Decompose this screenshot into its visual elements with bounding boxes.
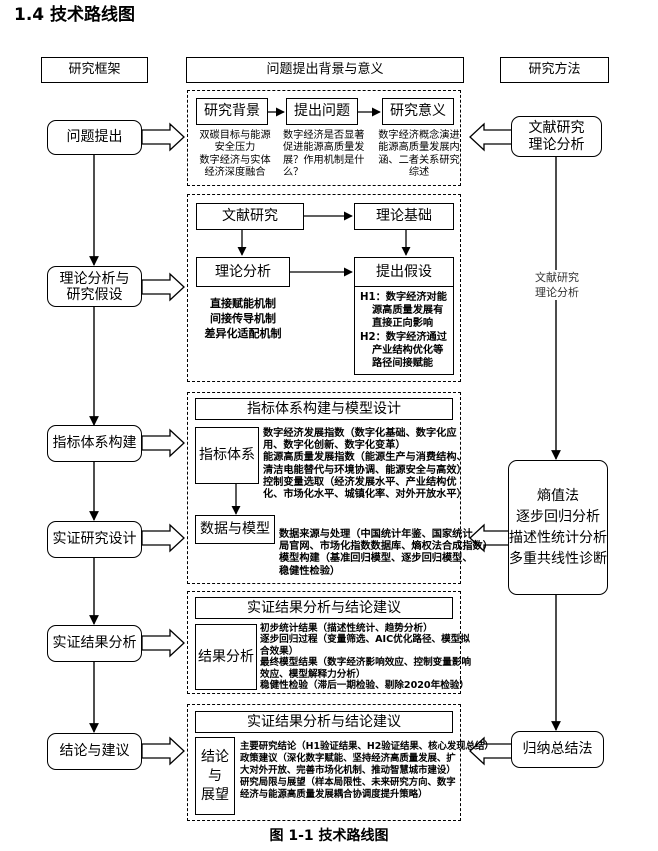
text-line: 展？作用机制是什 <box>283 154 365 166</box>
text-line: 模型构建（基准回归模型、逐步回归模型、 <box>279 553 473 565</box>
text-line: 政策建议（深化数字赋能、坚持经济高质量发展、扩 <box>240 753 456 764</box>
text-line: H2：数字经济通过 <box>360 331 447 343</box>
text-line: 主要研究结论（H1验证结果、H2验证结果、核心发现总结） <box>240 741 494 752</box>
method-collinearity: 多重共线性诊断 <box>509 550 607 567</box>
block2-frame <box>187 194 461 382</box>
text-line: 清洁电能替代与环境协调、能源安全与高效） <box>263 464 467 476</box>
block1-text-meaning: 数字经济概念演进 能源高质量发展内 涵、二者关系研究 综述 <box>377 130 461 180</box>
text-line: 稳健性检验） <box>279 565 341 577</box>
text-line: 稳健性检验（滞后一期检验、剔除2020年检验） <box>260 680 469 692</box>
framework-step-conclusion: 结论与建议 <box>47 733 142 770</box>
block2-mechanisms: 直接赋能机制 间接传导机制 差异化适配机制 <box>196 296 290 341</box>
method-quant-box: 熵值法 逐步回归分析 描述性统计分析 多重共线性诊断 <box>508 460 608 595</box>
block4-label: 结果分析 <box>195 624 257 690</box>
text-line: 经济深度融合 <box>204 167 266 179</box>
right-outline-arrows <box>469 122 513 766</box>
text-line: 双碳目标与能源 <box>199 130 271 141</box>
block1-header-meaning: 研究意义 <box>382 98 454 125</box>
text-line: 数据来源与处理（中国统计年鉴、国家统计 <box>279 529 473 540</box>
framework-step-design: 实证研究设计 <box>47 521 142 558</box>
method-literature-theory: 文献研究 理论分析 <box>511 116 602 157</box>
column-header-methods: 研究方法 <box>500 57 609 83</box>
block3-model-text: 数据来源与处理（中国统计年鉴、国家统计 局官网、市场化指数数据库、熵权法合成指数… <box>279 529 493 578</box>
text-line: 能源高质量发展指数（能源生产与消费结构、 <box>263 452 467 464</box>
text-line: 安全压力 <box>214 142 256 154</box>
left-outline-arrows <box>141 122 185 766</box>
block3-index-label: 指标体系 <box>195 427 259 484</box>
text-line: 涵、二者关系研究 <box>378 154 460 166</box>
text-line: 路径间接赋能 <box>372 358 434 370</box>
block2-hypotheses: H1：数字经济对能 源高质量发展有 直接正向影响 H2：数字经济通过 产业结构优… <box>355 287 453 370</box>
text-line: 差异化适配机制 <box>204 327 282 340</box>
text-line: 直接正向影响 <box>372 318 434 330</box>
text-line: 么？ <box>283 167 304 179</box>
block2-theory: 理论分析 <box>196 257 290 287</box>
block1-header-background: 研究背景 <box>196 98 268 125</box>
text-line: 大对外开放、完善市场化机制、推动智慧城市建设） <box>240 765 456 776</box>
text-line: 效应、模型解释力分析） <box>260 668 366 680</box>
block3-frame <box>187 392 461 584</box>
text-line: H1：数字经济对能 <box>360 292 447 303</box>
block4-frame <box>187 591 461 694</box>
section-title: 1.4 技术路线图 <box>14 5 136 25</box>
text-line: 最终模型结果（数字经济影响效应、控制变量影响 <box>260 657 472 669</box>
text-line: 初步统计结果（描述性统计、趋势分析） <box>260 623 433 634</box>
block5-text: 主要研究结论（H1验证结果、H2验证结果、核心发现总结） 政策建议（深化数字赋能… <box>240 741 494 801</box>
text-line: 控制变量选取（经济发展水平、产业结构优 <box>263 476 457 488</box>
text-line: 间接传导机制 <box>210 312 276 325</box>
block5-frame <box>187 704 461 821</box>
block2-hypo-title: 提出假设 <box>355 258 453 287</box>
text-line: 数字经济发展指数（数字化基础、数字化应 <box>263 428 457 439</box>
text-line: 产业结构优化等 <box>372 344 444 356</box>
text-line: 逐步回归过程（变量筛选、AIC优化路径、模型拟 <box>260 634 470 646</box>
text-line: 综述 <box>408 167 430 179</box>
text-line: 源高质量发展有 <box>372 305 444 317</box>
text-line: 数字经济是否显著 <box>283 130 365 141</box>
text-line: 经济与能源高质量发展耦合协调度提升策略） <box>240 789 428 800</box>
text-line: 化、市场化水平、城镇化率、对外开放水平） <box>263 489 467 501</box>
method-induction: 归纳总结法 <box>511 731 604 768</box>
block4-title: 实证结果分析与结论建议 <box>195 597 453 619</box>
framework-step-results: 实证结果分析 <box>47 625 142 662</box>
block1-text-background: 双碳目标与能源 安全压力 数字经济与实体 经济深度融合 <box>193 130 277 180</box>
method-entropy: 熵值法 <box>537 487 579 504</box>
block3-index-text: 数字经济发展指数（数字化基础、数字化应 用、数字化创新、数字化变革） 能源高质量… <box>263 428 467 501</box>
block4-text: 初步统计结果（描述性统计、趋势分析） 逐步回归过程（变量筛选、AIC优化路径、模… <box>260 623 472 692</box>
text-line: 能源高质量发展内 <box>378 142 460 154</box>
block5-title: 实证结果分析与结论建议 <box>195 711 453 733</box>
text-line: 促进能源高质量发 <box>283 142 365 154</box>
framework-step-problem: 问题提出 <box>47 120 142 155</box>
block2-hypo-box: 提出假设 H1：数字经济对能 源高质量发展有 直接正向影响 H2：数字经济通过 … <box>354 257 454 375</box>
block3-model-label: 数据与模型 <box>195 515 275 544</box>
block1-header-question: 提出问题 <box>286 98 358 125</box>
figure-caption: 图 1-1 技术路线图 <box>269 828 389 844</box>
text-line: 合效果） <box>260 645 299 657</box>
method-stepwise: 逐步回归分析 <box>516 508 600 525</box>
text-line: 直接赋能机制 <box>210 297 276 310</box>
text-line: 用、数字化创新、数字化变革） <box>263 440 406 452</box>
column-header-framework: 研究框架 <box>41 57 148 83</box>
framework-step-index: 指标体系构建 <box>47 425 142 462</box>
block1-text-question: 数字经济是否显著 促进能源高质量发 展？作用机制是什 么？ <box>283 130 379 180</box>
method-side-label: 文献研究 理论分析 <box>522 270 592 300</box>
method-descriptive: 描述性统计分析 <box>509 529 607 546</box>
block2-basis: 理论基础 <box>354 203 454 230</box>
block2-literature: 文献研究 <box>196 203 304 230</box>
text-line: 局官网、市场化指数数据库、熵权法合成指数） <box>279 541 493 553</box>
text-line: 研究局限与展望（样本局限性、未来研究方向、数字 <box>240 777 456 788</box>
block1-frame <box>187 90 461 186</box>
text-line: 数字经济与实体 <box>199 154 271 166</box>
column-header-background: 问题提出背景与意义 <box>186 57 464 83</box>
text-line: 数字经济概念演进 <box>378 130 460 141</box>
block5-label: 结论与 展望 <box>195 737 235 815</box>
block3-title: 指标体系构建与模型设计 <box>195 398 453 420</box>
framework-step-theory: 理论分析与 研究假设 <box>47 266 142 307</box>
